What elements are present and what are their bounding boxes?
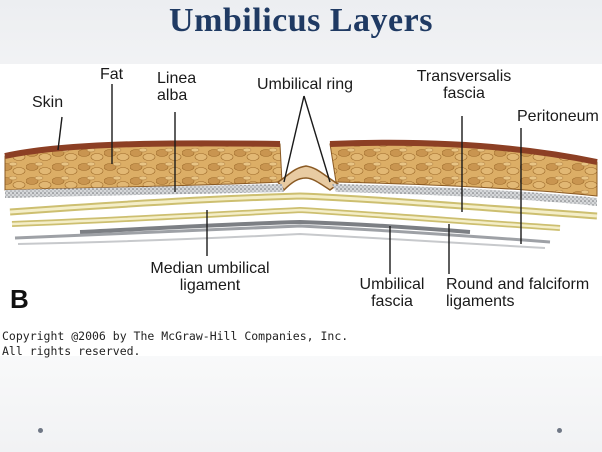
umbilical-ring: [276, 165, 340, 192]
skin-line-left: [4, 140, 281, 159]
label-transversalis-fascia: Transversalis fascia: [416, 68, 512, 102]
label-skin: Skin: [32, 94, 64, 111]
copyright-notice: Copyright @2006 by The McGraw-Hill Compa…: [2, 329, 348, 359]
label-umbilical-fascia: Umbilical fascia: [359, 276, 425, 310]
figure-letter: B: [10, 284, 29, 314]
label-umbilical-ring: Umbilical ring: [257, 76, 354, 93]
anatomy-figure: Skin Fat Linea alba Umbilical ring Trans…: [0, 64, 602, 359]
transversalis-fascia-inner: [9, 194, 598, 218]
peritoneum-line-2: [17, 232, 546, 249]
label-linea-alba: Linea alba: [157, 70, 197, 104]
linea-alba-band: [5, 184, 284, 198]
leader-ring-left: [283, 95, 305, 183]
skin-line-right: [329, 139, 598, 165]
slide-bullet-left: [38, 428, 43, 433]
slide-bullet-right: [557, 428, 562, 433]
slide-title: Umbilicus Layers: [169, 2, 433, 39]
label-median-umbilical-ligament: Median umbilical ligament: [150, 260, 270, 294]
copyright-line-1: Copyright @2006 by The McGraw-Hill Compa…: [2, 329, 349, 343]
copyright-line-2: All rights reserved.: [2, 344, 141, 358]
label-peritoneum: Peritoneum: [517, 108, 599, 125]
umbilical-fascia-inner: [11, 208, 561, 230]
gray-band: [79, 219, 471, 234]
label-round-falciform: Round and falciform ligaments: [446, 276, 590, 310]
umbilicus-diagram: [4, 84, 598, 274]
label-fat: Fat: [100, 66, 124, 83]
linea-alba-band-right: [332, 184, 597, 206]
leader-ring-right: [303, 95, 331, 183]
leader-skin: [57, 116, 63, 151]
peritoneum-line: [14, 224, 551, 244]
